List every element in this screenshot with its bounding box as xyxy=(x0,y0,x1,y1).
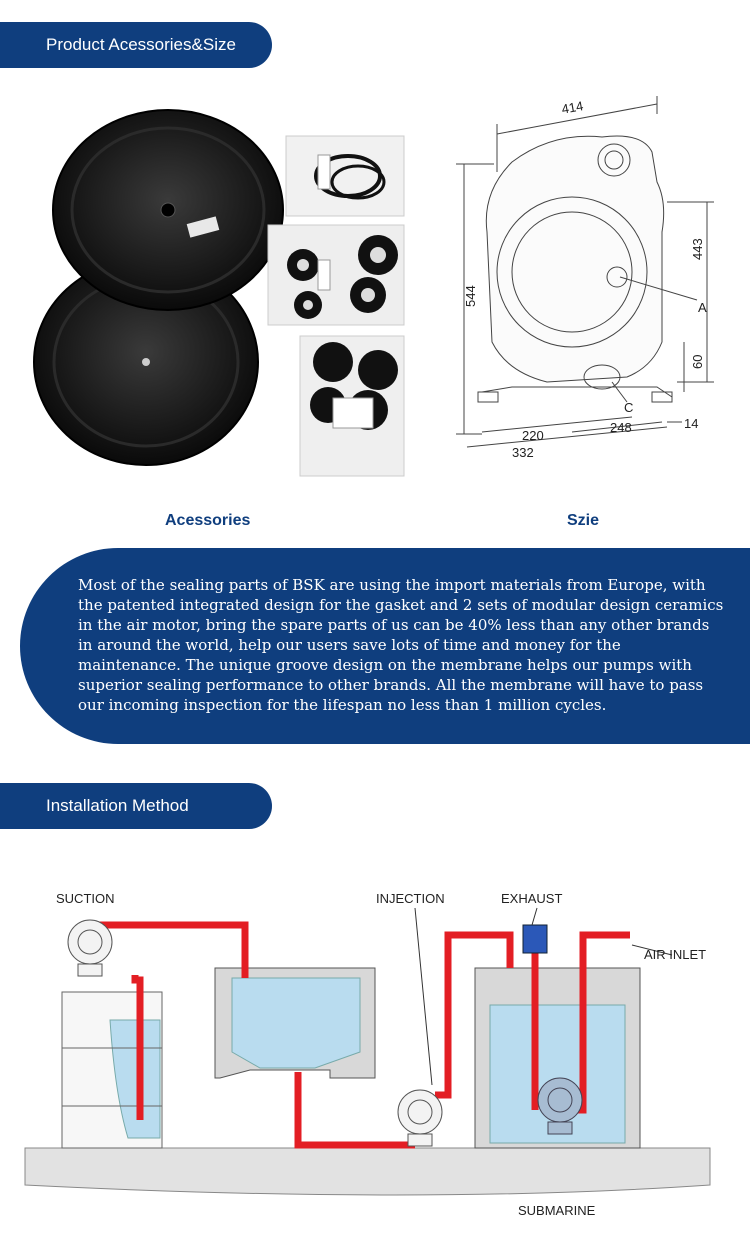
label-submarine: SUBMARINE xyxy=(518,1203,596,1218)
label-suction: SUCTION xyxy=(56,891,115,906)
discharge-pipe xyxy=(294,1072,415,1149)
pump-submerged xyxy=(537,1077,583,1135)
dim-base-332: 332 xyxy=(512,445,534,460)
seal-bag-orings xyxy=(285,135,405,217)
pump-injection xyxy=(397,1089,443,1147)
suction-riser xyxy=(131,975,144,1120)
section-header-accessories: Product Acessories&Size xyxy=(0,22,272,68)
pump-body xyxy=(485,135,665,383)
injection-pipe xyxy=(435,931,514,1099)
accessories-photo xyxy=(33,109,405,477)
dim-base-220: 220 xyxy=(522,428,544,443)
pump-suction xyxy=(67,919,113,977)
section-header-accessories-label: Product Acessories&Size xyxy=(46,35,236,54)
description-text: Most of the sealing parts of BSK are usi… xyxy=(78,576,724,714)
dim-port-a: A xyxy=(698,300,707,315)
section-header-installation-label: Installation Method xyxy=(46,796,189,815)
description-band: Most of the sealing parts of BSK are usi… xyxy=(20,548,750,744)
caption-size: Szie xyxy=(567,512,600,529)
caption-accessories: Acessories xyxy=(165,512,251,529)
dim-base-248: 248 xyxy=(610,420,632,435)
dim-foot-14: 14 xyxy=(684,416,698,431)
pump-dimension-drawing: 414 544 443 60 A C 220 248 332 14 xyxy=(456,96,714,460)
suction-pipe xyxy=(90,921,249,978)
dim-height-total: 544 xyxy=(463,285,478,307)
dim-top-width: 414 xyxy=(560,98,584,117)
installation-diagram: SUCTION INJECTION EXHAUST AIR INLET SUBM… xyxy=(24,891,711,1218)
dim-height-upper: 443 xyxy=(690,238,705,260)
section-header-installation: Installation Method xyxy=(0,783,272,829)
exhaust-muffler xyxy=(522,924,548,954)
label-injection: INJECTION xyxy=(376,891,445,906)
dim-port-c: C xyxy=(624,400,633,415)
ground xyxy=(24,1147,711,1196)
label-exhaust: EXHAUST xyxy=(501,891,562,906)
label-air-inlet: AIR INLET xyxy=(644,947,706,962)
dim-height-lower: 60 xyxy=(690,355,705,369)
